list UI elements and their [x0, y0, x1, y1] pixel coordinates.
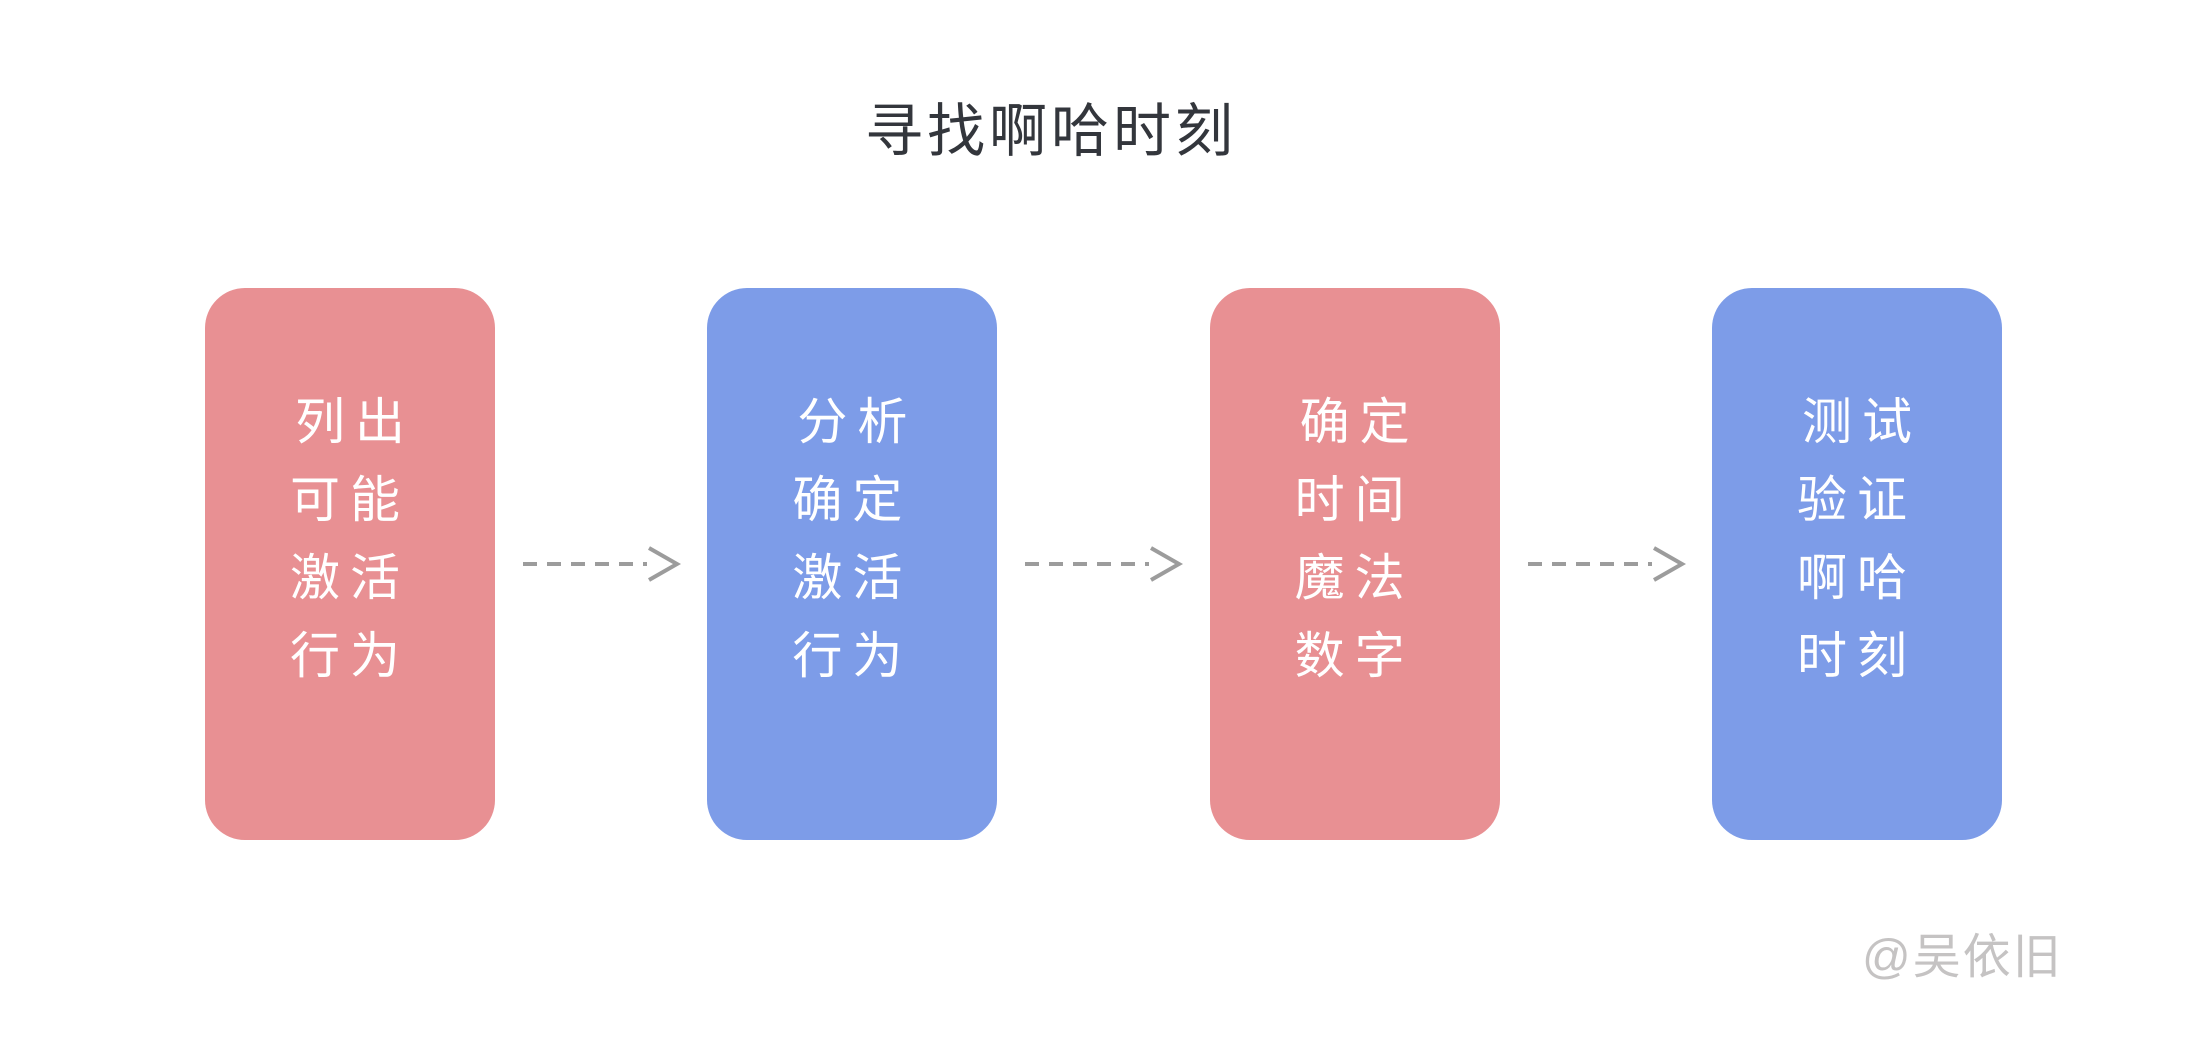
- flow-step-label: 列出 可能 激活 行为: [290, 394, 415, 684]
- flow-arrow: [1500, 288, 1712, 840]
- flow-step-label: 测试 验证 啊哈 时刻: [1796, 394, 1922, 684]
- flow-step: 列出 可能 激活 行为: [205, 288, 495, 840]
- flow-step: 测试 验证 啊哈 时刻: [1711, 288, 2002, 840]
- flow-step-label: 分析 确定 激活 行为: [792, 394, 918, 684]
- dashed-arrow-icon: [523, 546, 682, 582]
- flow-arrow: [495, 288, 707, 840]
- flow-step: 分析 确定 激活 行为: [707, 288, 998, 840]
- dashed-arrow-icon: [1025, 546, 1184, 582]
- flow-row: 列出 可能 激活 行为 分析 确定 激活 行为 确定 时间 魔法 数字 测试 验…: [205, 288, 2002, 840]
- dashed-arrow-icon: [1527, 546, 1686, 582]
- flow-step-label: 确定 时间 魔法 数字: [1294, 394, 1420, 684]
- watermark-credit: @吴依旧: [1862, 931, 2063, 984]
- flow-step: 确定 时间 魔法 数字: [1209, 288, 1500, 840]
- page-title: 寻找啊哈时刻: [864, 99, 1238, 164]
- flow-arrow: [997, 288, 1209, 840]
